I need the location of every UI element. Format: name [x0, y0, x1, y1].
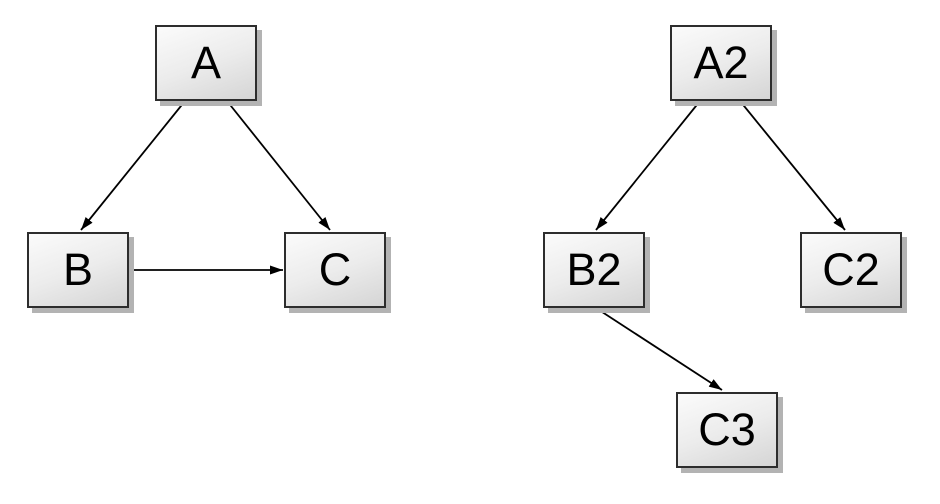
edge-a2-to-b2: [595, 100, 701, 231]
edge-b2-to-c3: [595, 307, 723, 391]
node-c3: C3: [676, 392, 778, 468]
node-a2: A2: [670, 25, 772, 101]
node-label: A2: [693, 36, 749, 88]
edge-a2-to-c2: [739, 100, 846, 231]
node-c: C: [284, 232, 386, 308]
edge-a-to-c: [226, 100, 331, 231]
node-label: C3: [698, 403, 756, 455]
node-a: A: [155, 25, 257, 101]
node-c2: C2: [800, 232, 902, 308]
node-label: B: [62, 243, 93, 295]
node-label: B2: [566, 243, 622, 295]
node-label: A: [190, 36, 221, 88]
node-b2: B2: [543, 232, 645, 308]
edge-a-to-b: [80, 100, 186, 231]
node-label: C: [318, 243, 352, 295]
node-b: B: [27, 232, 129, 308]
node-label: C2: [822, 243, 880, 295]
